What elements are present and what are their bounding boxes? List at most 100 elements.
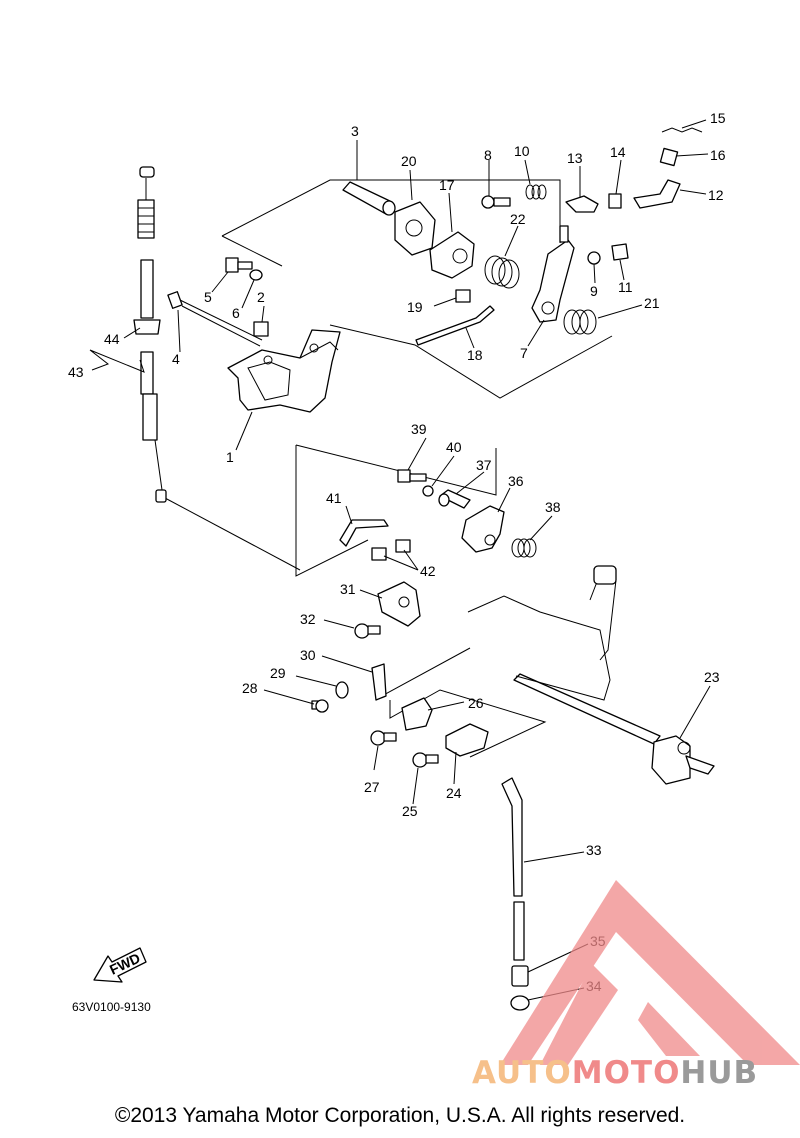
- callout-7: 7: [520, 345, 528, 361]
- lower-assembly-frame: [164, 444, 547, 758]
- callout-2: 2: [257, 289, 265, 305]
- washer-part-6: [249, 269, 263, 281]
- triangle-logo-icon: [500, 880, 800, 1065]
- spring-part-38: [511, 538, 537, 558]
- forward-arrow-icon: FWD: [93, 947, 147, 983]
- callout-13: 13: [567, 150, 583, 166]
- lever-part-7: [531, 225, 575, 323]
- callout-36: 36: [508, 473, 524, 489]
- wordmark-auto: AUTO: [472, 1055, 572, 1091]
- bolt-part-27: [370, 730, 397, 746]
- clips-part-42: [371, 539, 411, 561]
- wordmark-hub: HUB: [680, 1055, 759, 1091]
- callout-9: 9: [590, 283, 598, 299]
- callout-10: 10: [514, 143, 530, 159]
- bracket-part-1: [227, 329, 341, 413]
- clip-part-19: [455, 289, 471, 303]
- nut-part-14: [608, 193, 622, 209]
- callout-18: 18: [467, 347, 483, 363]
- spring-part-22: [484, 255, 520, 289]
- fwd-label: FWD: [107, 950, 143, 978]
- bolt-part-28: [311, 699, 329, 713]
- callout-20: 20: [401, 153, 417, 169]
- rod-part-41: [339, 519, 389, 547]
- spring-part-21: [563, 309, 597, 335]
- callout-39: 39: [411, 421, 427, 437]
- callout-38: 38: [545, 499, 561, 515]
- automotohub-wordmark: AUTOMOTOHUB: [472, 1055, 758, 1091]
- plate-part-30: [371, 663, 387, 701]
- bracket-part-31: [377, 581, 421, 627]
- callout-12: 12: [708, 187, 724, 203]
- callout-43: 43: [68, 364, 84, 380]
- callout-32: 32: [300, 611, 316, 627]
- screw-part-8: [481, 195, 511, 209]
- callout-33: 33: [586, 842, 602, 858]
- callout-29: 29: [270, 665, 286, 681]
- clip-part-16: [659, 147, 679, 167]
- leader-lines: [89, 119, 711, 1001]
- callout-8: 8: [484, 147, 492, 163]
- callout-15: 15: [710, 110, 726, 126]
- wordmark-moto: MOTO: [571, 1055, 681, 1091]
- rod-part-33: [501, 777, 525, 961]
- callout-26: 26: [468, 695, 484, 711]
- callout-40: 40: [446, 439, 462, 455]
- callout-3: 3: [351, 123, 359, 139]
- bolt-part-32: [354, 623, 381, 639]
- washer-part-9: [587, 251, 601, 265]
- nut-part-34: [510, 995, 530, 1011]
- callout-17: 17: [439, 177, 455, 193]
- callout-1: 1: [226, 449, 234, 465]
- upper-assembly-frame: [221, 179, 613, 399]
- block-part-26: [401, 697, 433, 731]
- cam-part-17: [429, 231, 475, 279]
- callout-41: 41: [326, 490, 342, 506]
- callout-42: 42: [420, 563, 436, 579]
- cable-part-43: [133, 166, 167, 503]
- callout-28: 28: [242, 680, 258, 696]
- callout-30: 30: [300, 647, 316, 663]
- callout-31: 31: [340, 581, 356, 597]
- pin-part-37: [438, 489, 471, 509]
- lever-part-36: [461, 505, 505, 553]
- bolt-part-4: [167, 291, 263, 347]
- callout-21: 21: [644, 295, 660, 311]
- nut-part-35: [511, 965, 529, 987]
- callout-16: 16: [710, 147, 726, 163]
- sleeve-part-3: [342, 181, 396, 216]
- bracket-part-24: [445, 723, 489, 757]
- callout-37: 37: [476, 457, 492, 473]
- callout-25: 25: [402, 803, 418, 819]
- block-part-2: [253, 321, 269, 337]
- callout-44: 44: [104, 331, 120, 347]
- callout-numbers: 1 2 3 4 5 6 7 8 9 10 11 12 13 14 15 16 1…: [68, 110, 726, 994]
- spring-clip-part-15: [661, 127, 703, 133]
- callout-24: 24: [446, 785, 462, 801]
- callout-27: 27: [364, 779, 380, 795]
- hose-part-12: [633, 179, 681, 209]
- callout-6: 6: [232, 305, 240, 321]
- washer-part-29: [335, 681, 349, 699]
- copyright-notice: ©2013 Yamaha Motor Corporation, U.S.A. A…: [114, 1104, 686, 1127]
- bushing-part-11: [611, 243, 629, 261]
- washer-part-40: [422, 485, 434, 497]
- cam-part-20: [394, 201, 436, 256]
- callout-23: 23: [704, 669, 720, 685]
- callout-19: 19: [407, 299, 423, 315]
- diagram-part-code: 63V0100-9130: [72, 1000, 151, 1014]
- automotohub-logo: [500, 880, 800, 1065]
- shift-rod-part-23: [467, 565, 715, 785]
- bolt-part-25: [412, 752, 439, 768]
- callout-11: 11: [618, 279, 633, 295]
- link-part-13: [565, 195, 599, 213]
- callout-22: 22: [510, 211, 526, 227]
- callout-14: 14: [610, 144, 626, 160]
- spring-part-10: [525, 184, 547, 200]
- bolt-part-5: [225, 257, 253, 273]
- screw-part-39: [397, 469, 427, 483]
- callout-5: 5: [204, 289, 212, 305]
- rod-part-18: [415, 305, 495, 346]
- callout-4: 4: [172, 351, 180, 367]
